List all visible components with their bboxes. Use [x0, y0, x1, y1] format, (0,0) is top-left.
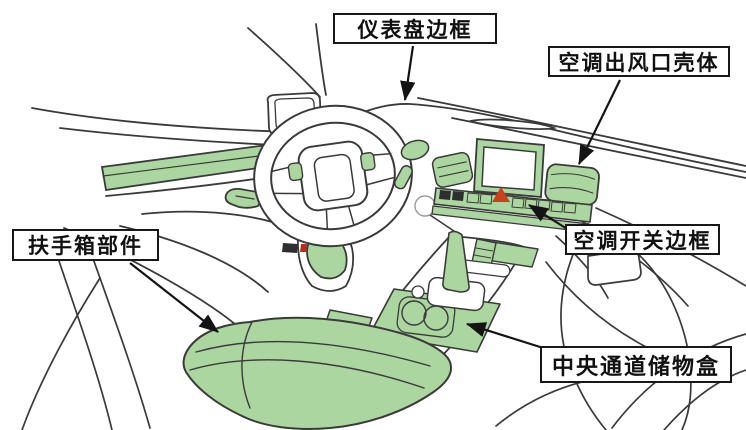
callout-label-ac-outlet-housing: 空调出风口壳体	[548, 46, 730, 77]
ac-outlet-housing	[544, 163, 600, 206]
display-screen	[481, 146, 537, 191]
hazard-triangle-icon	[492, 187, 510, 202]
arrow-armrest-box	[129, 262, 219, 333]
callout-label-center-storage-box: 中央通道储物盒	[540, 346, 732, 383]
callout-label-ac-switch-frame: 空调开关边框	[565, 224, 720, 255]
glovebox-curves	[555, 207, 746, 307]
window-switches	[282, 243, 307, 253]
callout-arrows	[129, 45, 621, 354]
passenger-seat	[495, 249, 746, 430]
driver-seat-lines	[21, 249, 151, 430]
wheel-control-left	[287, 162, 304, 182]
wheel-control-right	[360, 152, 376, 172]
arrow-ac-switch-frame	[528, 204, 573, 233]
arrow-ac-outlet-housing	[578, 79, 621, 165]
gear-shifter	[442, 230, 470, 293]
armrest-box	[182, 316, 452, 430]
turn-signal-stalk	[393, 165, 413, 190]
center-display	[473, 138, 545, 198]
callout-label-dashboard-frame: 仪表盘边框	[333, 13, 497, 44]
windshield-pillars	[247, 23, 746, 179]
steering-wheel	[253, 104, 413, 248]
cupholder-left	[401, 300, 427, 326]
callout-label-armrest-box: 扶手箱部件	[12, 229, 159, 261]
arrow-dashboard-frame	[400, 45, 416, 102]
ac-vent-left	[431, 151, 474, 188]
